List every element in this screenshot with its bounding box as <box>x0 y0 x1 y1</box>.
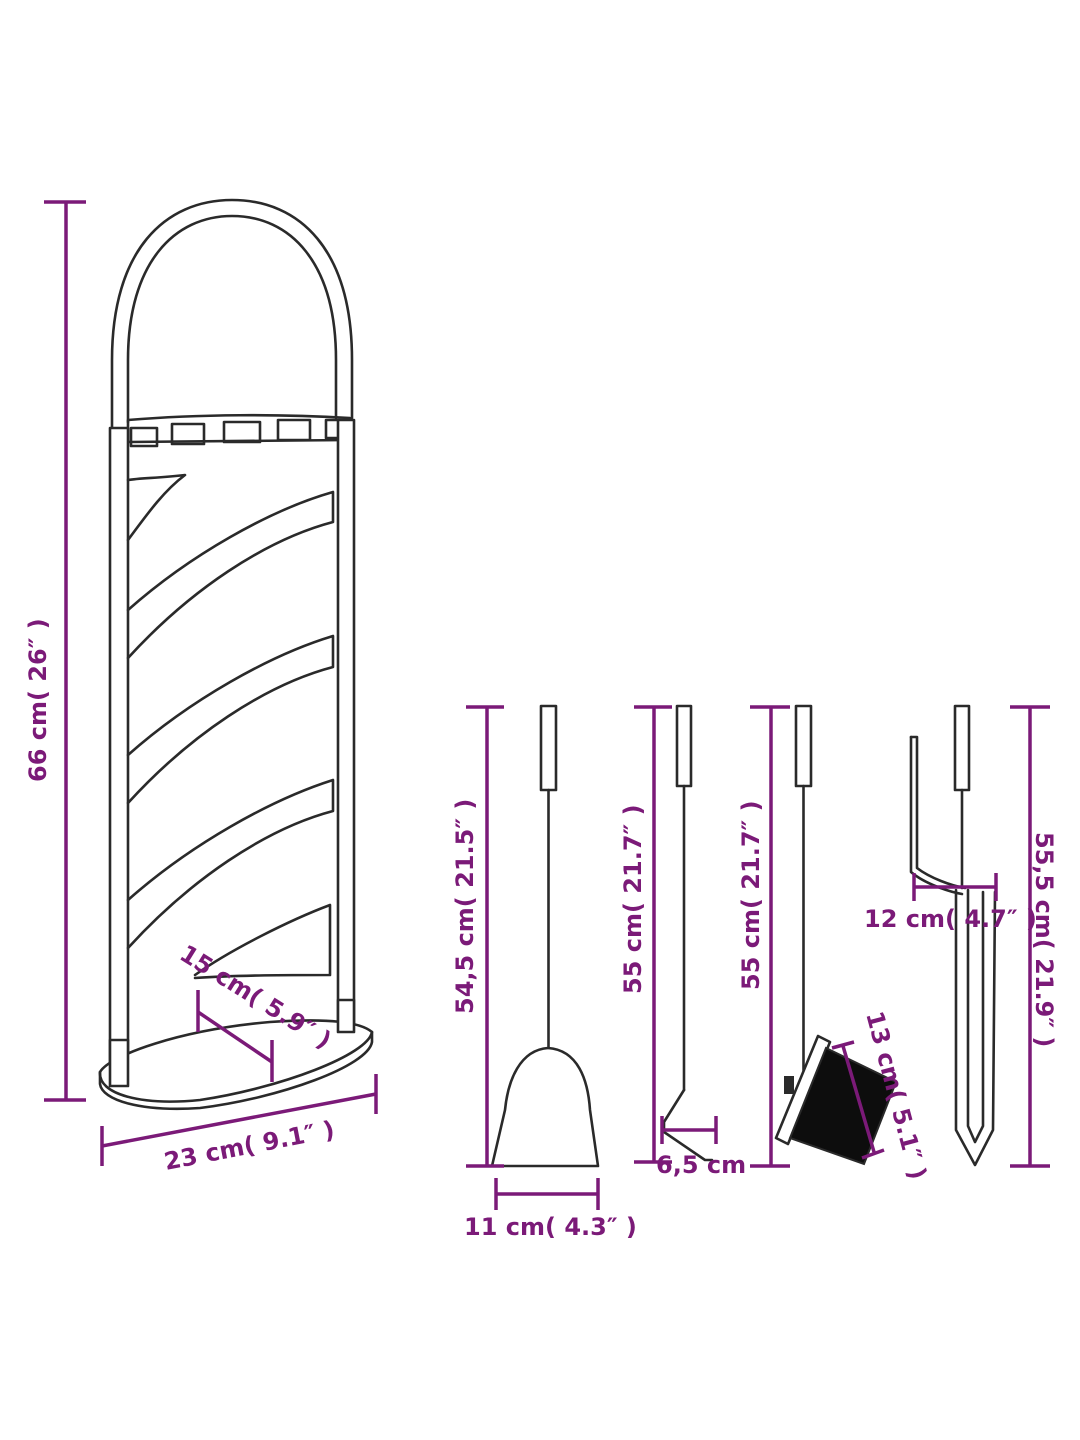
poker-hook <box>662 1088 714 1162</box>
tongs-handle <box>953 704 971 792</box>
stand-slat-1 <box>126 473 187 542</box>
tongs <box>909 704 997 1167</box>
stand-left-post <box>108 426 130 1088</box>
stand-back-panel <box>127 440 339 1080</box>
stand-slot-2 <box>170 422 206 446</box>
stand-slat-3 <box>126 634 335 805</box>
stand-width-line <box>101 1092 377 1148</box>
shovel <box>490 704 600 1168</box>
tongs-width-label: 12 cm( 4.7″ ) <box>864 905 1037 933</box>
stand-right-post <box>336 418 356 1034</box>
tongs-left-arm-inner <box>909 735 964 896</box>
brush-width-tick-a <box>831 1040 855 1050</box>
brush-width-line <box>841 1045 876 1153</box>
stand-slot-4 <box>276 418 312 442</box>
poker-handle <box>675 704 693 788</box>
stand-arch-inner <box>126 214 338 424</box>
brush-handle <box>794 704 813 788</box>
stand-slat-2 <box>126 490 335 660</box>
stand-slat-4 <box>126 778 335 950</box>
poker-height-label: 55 cm( 21.7″ ) <box>619 804 647 994</box>
brush <box>774 704 898 1166</box>
brush-head <box>774 1034 832 1146</box>
tongs-legs <box>954 888 997 1167</box>
brush-clip <box>784 1076 794 1094</box>
stand-slot-3 <box>222 420 262 444</box>
tool-stand <box>98 198 374 1111</box>
stand-right-post-foot <box>336 998 356 1034</box>
shovel-handle <box>539 704 558 792</box>
stand-depth-line <box>197 1010 273 1064</box>
brush-height-label: 55 cm( 21.7″ ) <box>737 800 765 990</box>
brush-width-tick-b <box>861 1148 885 1160</box>
poker <box>662 704 714 1162</box>
dimension-lines <box>44 200 1050 1210</box>
shovel-height-label: 54,5 cm( 21.5″ ) <box>451 799 479 1014</box>
shovel-width-label: 11 cm( 4.3″ ) <box>464 1213 637 1241</box>
stand-width-label: 23 cm( 9.1″ ) <box>162 1115 337 1175</box>
stand-height-label: 66 cm( 26″ ) <box>24 618 52 782</box>
shovel-blade <box>490 1046 600 1168</box>
stand-top-bar <box>126 413 352 444</box>
stand-left-post-foot <box>108 1038 130 1088</box>
poker-hook-label: 6,5 cm <box>656 1151 746 1179</box>
stand-arch <box>110 198 354 430</box>
stand-slat-5 <box>193 903 332 980</box>
stand-base-edge <box>98 1030 374 1111</box>
tongs-height-label: 55,5 cm( 21.9″ ) <box>1030 832 1058 1047</box>
stand-slot-1 <box>129 426 159 448</box>
